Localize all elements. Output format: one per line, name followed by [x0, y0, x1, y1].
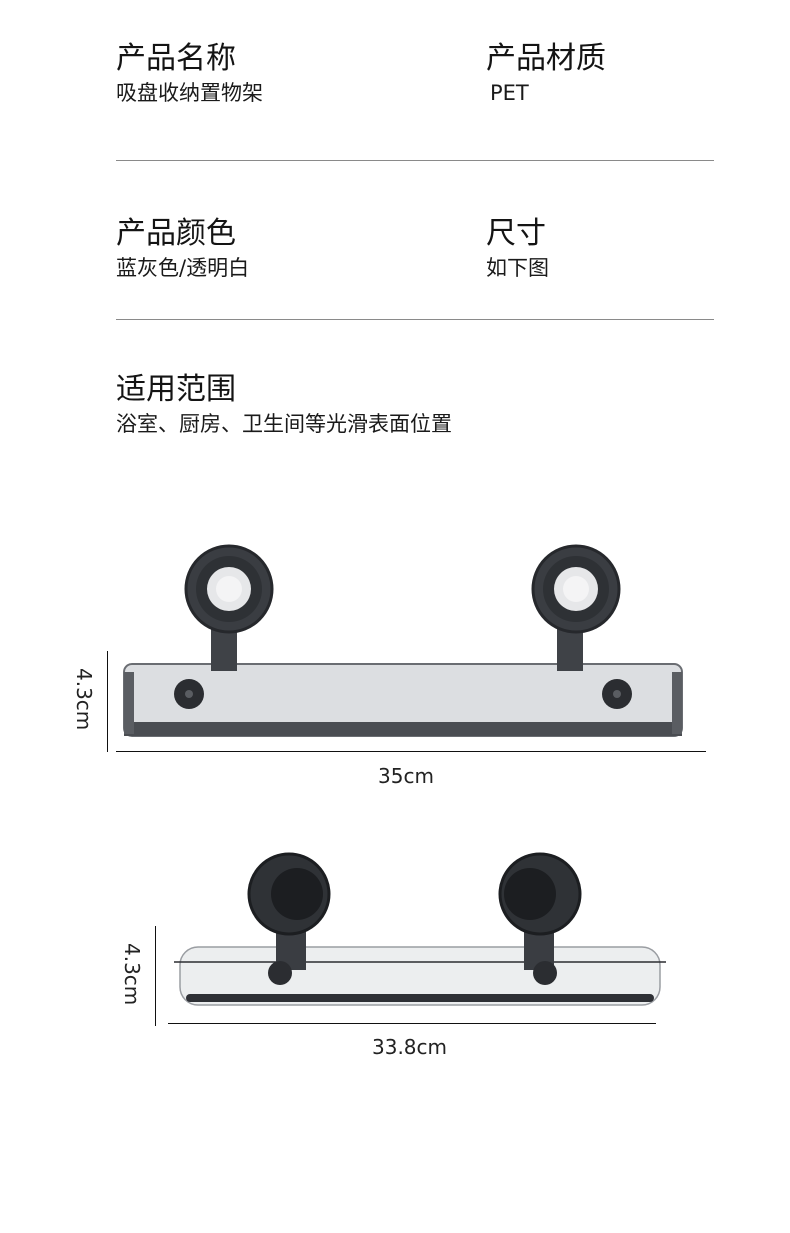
spec-label: 产品颜色	[116, 216, 236, 251]
spec-label: 尺寸	[486, 216, 546, 251]
width-label: 35cm	[378, 764, 434, 788]
spec-product-name: 产品名称 吸盘收纳置物架	[116, 42, 263, 106]
spec-label: 产品材质	[486, 41, 606, 76]
width-dimension-line	[168, 1023, 656, 1024]
spec-value: 吸盘收纳置物架	[116, 81, 263, 105]
height-dimension-line	[155, 926, 156, 1026]
divider	[116, 319, 714, 320]
spec-value: 浴室、厨房、卫生间等光滑表面位置	[116, 412, 452, 436]
spec-color: 产品颜色 蓝灰色/透明白	[116, 217, 249, 281]
height-label: 4.3cm	[120, 943, 144, 1006]
divider	[116, 160, 714, 161]
spec-label: 适用范围	[116, 372, 236, 407]
spec-usage: 适用范围 浴室、厨房、卫生间等光滑表面位置	[116, 373, 452, 437]
width-label: 33.8cm	[372, 1035, 448, 1059]
height-dimension-line	[107, 651, 108, 752]
spec-material: 产品材质 PET	[486, 42, 606, 106]
spec-value: 如下图	[486, 256, 549, 280]
spec-size: 尺寸 如下图	[486, 217, 549, 281]
width-dimension-line	[116, 751, 706, 752]
spec-value: PET	[490, 81, 529, 105]
spec-value: 蓝灰色/透明白	[116, 256, 250, 280]
spec-label: 产品名称	[116, 41, 236, 76]
